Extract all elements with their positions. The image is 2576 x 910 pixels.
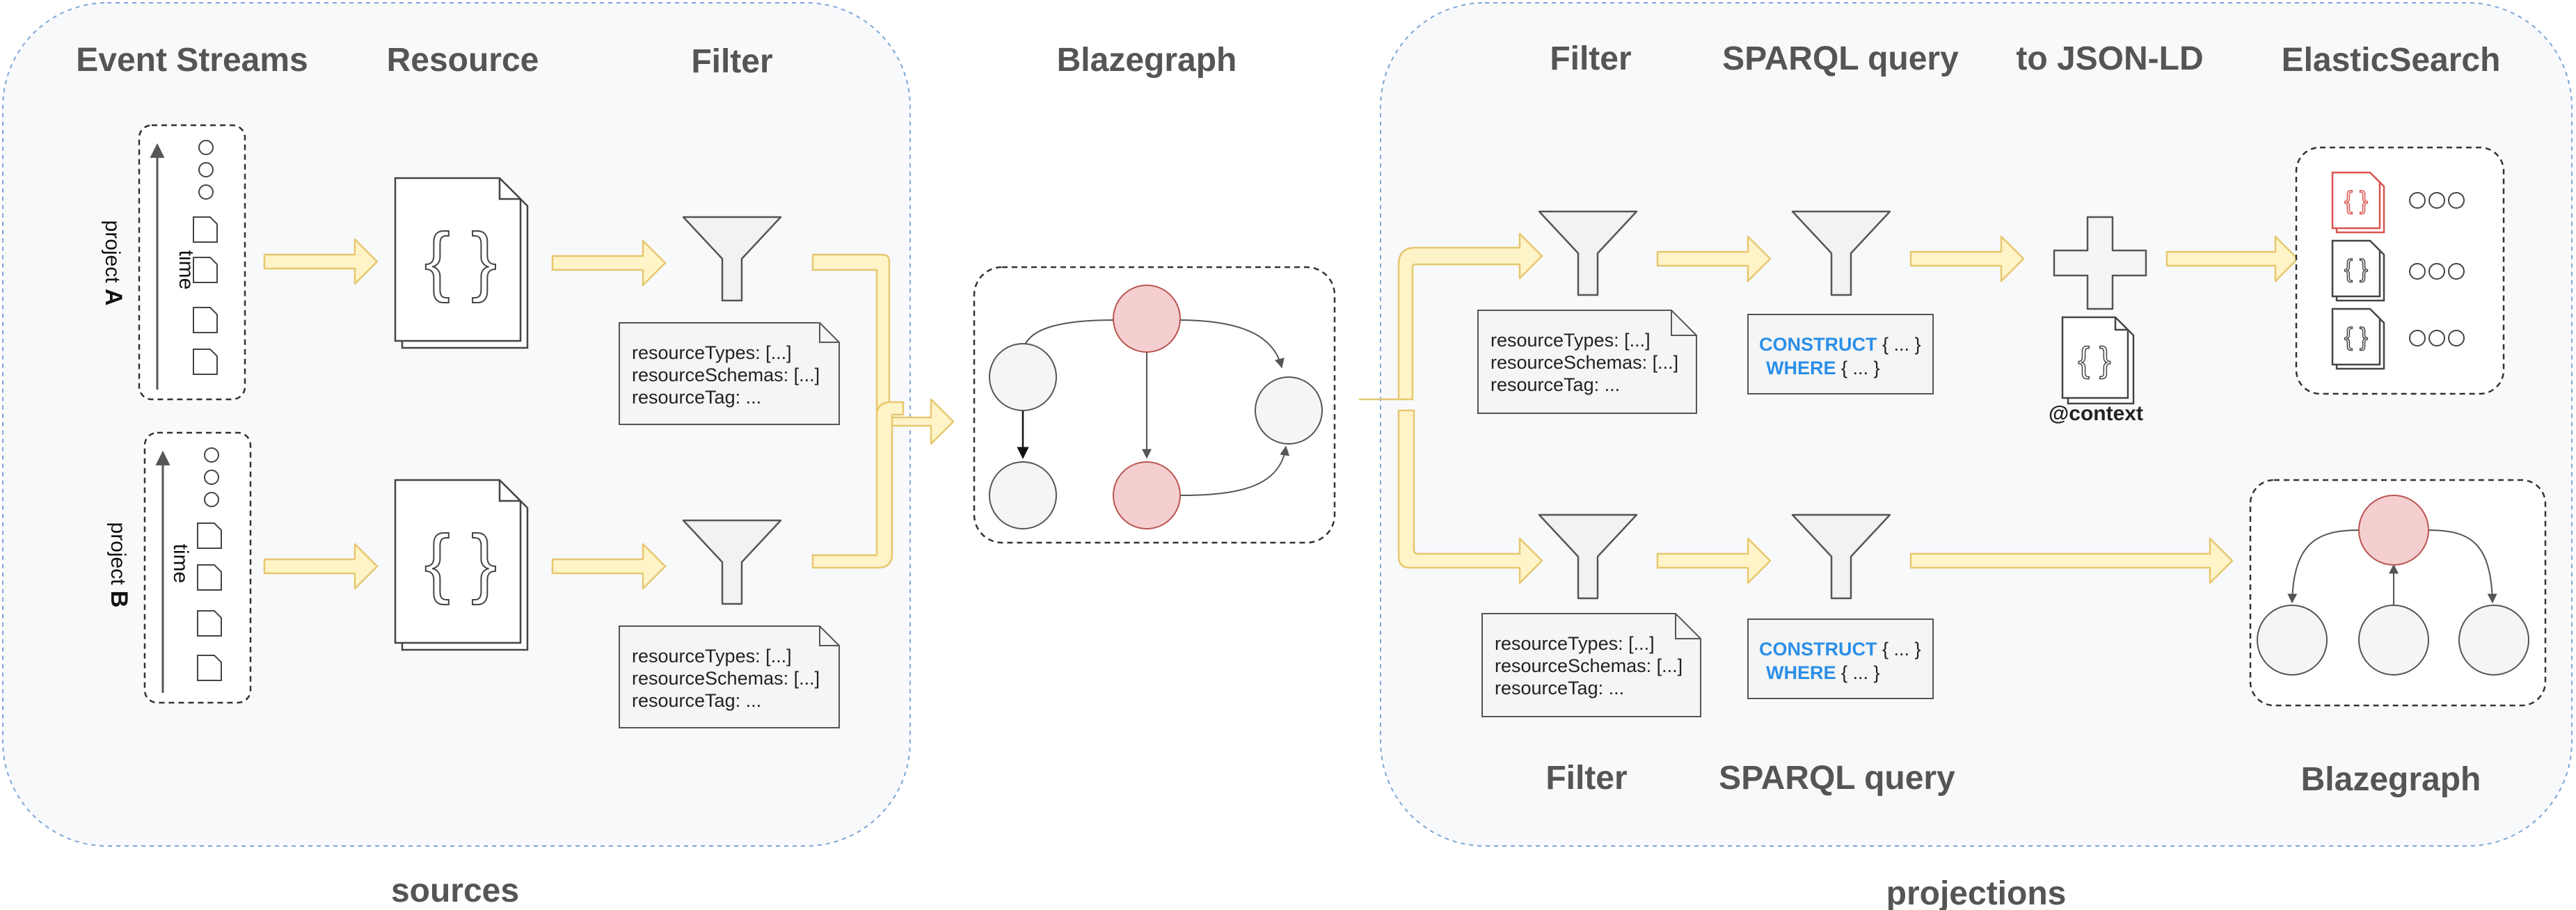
event-documents [193, 216, 218, 375]
funnel-icon [682, 519, 782, 605]
header-sparql-query-top: SPARQL query [1722, 40, 1959, 77]
funnel-icon [1538, 210, 1638, 296]
graph-node-red [2358, 495, 2429, 566]
arrow-filter-to-query-top [1656, 235, 1772, 282]
header-blazegraph-sink: Blazegraph [1057, 42, 1237, 79]
es-document-red: { } [2331, 171, 2385, 234]
event-stream-project-b: time [143, 431, 252, 704]
graph-node-red [1113, 461, 1181, 529]
resource-document-a: { } [394, 177, 529, 349]
elasticsearch-index: { } { } { } [2295, 146, 2505, 395]
graph-node [989, 461, 1057, 529]
header-event-streams: Event Streams [76, 42, 308, 79]
arrow-filter-b-merge [811, 401, 905, 569]
filter-funnels [682, 210, 1891, 605]
event-circles [198, 140, 214, 200]
svg-text:resourceSchemas: [...]: resourceSchemas: [...] [1495, 655, 1683, 676]
projection-filter-note-top: resourceTypes: [...] resourceSchemas: [.… [1477, 310, 1697, 414]
graph-node [2257, 605, 2328, 676]
svg-text:resourceTypes: [...]: resourceTypes: [...] [632, 342, 792, 363]
header-projection-filter-top: Filter [1550, 40, 1631, 77]
header-filter: Filter [691, 43, 772, 80]
graph-edge [1179, 445, 1290, 496]
svg-text:resourceTag: ...: resourceTag: ... [632, 690, 761, 711]
svg-text:WHERE { ... }: WHERE { ... } [1766, 358, 1880, 378]
header-blazegraph-projection: Blazegraph [2301, 761, 2481, 798]
project-a-label: project A [100, 221, 127, 306]
funnel-icon [1791, 513, 1891, 600]
group-label-projections: projections [1886, 875, 2067, 910]
graph-edge [1177, 319, 1285, 369]
braces-icon: { } [424, 520, 497, 605]
arrow-blazegraph-split [1358, 232, 1543, 401]
es-field-circles [2409, 192, 2465, 346]
braces-icon: { } [2344, 322, 2368, 351]
blazegraph-graph [973, 266, 1336, 544]
sparql-query-box-top: CONSTRUCT { ... } WHERE { ... } [1747, 314, 1934, 394]
projections-group [1380, 2, 2573, 847]
resource-document-b: { } [394, 479, 529, 651]
braces-icon: { } [2078, 340, 2110, 379]
funnel-icon [1791, 210, 1891, 296]
svg-text:resourceTypes: [...]: resourceTypes: [...] [632, 646, 792, 666]
arrow-stream-b-to-resource [263, 543, 379, 590]
filter-note-b: resourceTypes: [...] resourceSchemas: [.… [619, 625, 840, 728]
funnel-icon [1538, 513, 1638, 600]
header-elasticsearch: ElasticSearch [2282, 42, 2501, 79]
es-document: { } [2331, 239, 2385, 302]
arrow-resource-b-to-filter [551, 543, 667, 590]
svg-text:CONSTRUCT { ... }: CONSTRUCT { ... } [1759, 334, 1921, 355]
graph-node [989, 343, 1057, 411]
arrow-split-lower [1397, 409, 1543, 584]
context-label: @context [2049, 402, 2143, 425]
arrow-query-to-jsonld [1909, 235, 2025, 282]
header-resource: Resource [387, 42, 539, 79]
braces-icon: { } [424, 218, 497, 303]
graph-node [2358, 605, 2429, 676]
arrow-jsonld-to-es [2165, 235, 2299, 282]
group-label-sources: sources [391, 872, 519, 909]
svg-text:resourceTypes: [...]: resourceTypes: [...] [1495, 633, 1655, 654]
sparql-query-box-bottom: CONSTRUCT { ... } WHERE { ... } [1747, 618, 1934, 699]
arrow-resource-a-to-filter [551, 239, 667, 287]
header-to-jsonld: to JSON-LD [2016, 40, 2203, 77]
arrow-query-to-blazegraph-projection [1909, 537, 2234, 584]
header-sparql-query-bottom: SPARQL query [1719, 760, 1955, 797]
funnel-icon [682, 216, 782, 302]
time-label: time [169, 544, 192, 584]
projection-filter-note-bottom: resourceTypes: [...] resourceSchemas: [.… [1481, 613, 1701, 717]
svg-text:resourceTypes: [...]: resourceTypes: [...] [1490, 330, 1651, 351]
svg-text:CONSTRUCT { ... }: CONSTRUCT { ... } [1759, 639, 1921, 660]
graph-edge [2428, 529, 2497, 604]
event-documents [197, 522, 222, 681]
svg-text:resourceSchemas: [...]: resourceSchemas: [...] [632, 668, 820, 689]
graph-node [1255, 376, 1323, 445]
braces-icon: { } [2344, 254, 2368, 282]
graph-node [2458, 605, 2529, 676]
svg-text:resourceTag: ...: resourceTag: ... [1495, 678, 1624, 699]
braces-icon: { } [2344, 186, 2368, 214]
flow-arrows [263, 232, 2299, 590]
header-projection-filter-bottom: Filter [1545, 760, 1627, 797]
filter-note-a: resourceTypes: [...] resourceSchemas: [.… [619, 322, 840, 425]
context-document-icon: { } [2061, 316, 2135, 405]
svg-text:resourceTag: ...: resourceTag: ... [1490, 374, 1620, 395]
event-circles [204, 447, 219, 507]
svg-text:resourceTag: ...: resourceTag: ... [632, 387, 761, 408]
svg-text:resourceSchemas: [...]: resourceSchemas: [...] [632, 365, 820, 385]
graph-edge [2287, 529, 2360, 604]
blazegraph-projection-graph [2249, 479, 2547, 707]
event-stream-project-a: time [138, 124, 246, 401]
plus-icon [2053, 216, 2147, 310]
svg-text:resourceSchemas: [...]: resourceSchemas: [...] [1490, 352, 1678, 373]
arrow-stream-a-to-resource [263, 238, 379, 285]
graph-node-red [1113, 285, 1181, 353]
arrow-filter-to-query-bottom [1656, 537, 1772, 584]
project-b-label: project B [106, 522, 132, 608]
es-document: { } [2331, 308, 2385, 370]
svg-text:WHERE { ... }: WHERE { ... } [1766, 662, 1880, 683]
